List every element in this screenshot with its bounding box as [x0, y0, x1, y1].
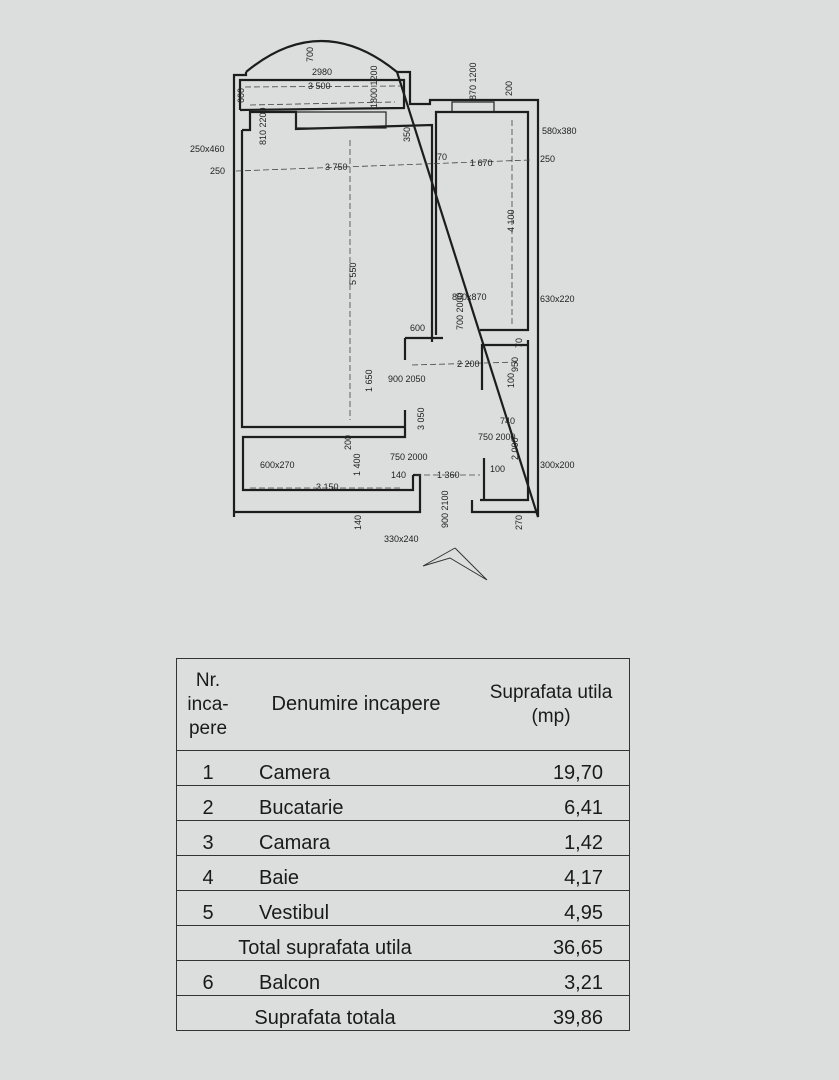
dim-label: 250x460 [190, 144, 225, 154]
surface-table: Nr. inca- pere Denumire incapere Suprafa… [176, 658, 630, 1031]
row-name: Camara [239, 820, 473, 856]
dim-label: 5 550 [348, 262, 358, 285]
total-utila-label: Total suprafata utila [177, 925, 473, 961]
row-area: 3,21 [473, 960, 629, 996]
balcony-inner-wall [238, 78, 406, 112]
dim-label: 2980 [312, 67, 332, 77]
window-kitchen [451, 101, 495, 113]
dim-label: 140 [391, 470, 406, 480]
dim-line [249, 101, 396, 106]
row-nr: 6 [177, 960, 239, 996]
row-name: Camera [239, 750, 473, 786]
window-room [295, 111, 387, 129]
dim-label: 270 [514, 515, 524, 530]
row-nr: 3 [177, 820, 239, 856]
total-area: 39,86 [473, 995, 629, 1031]
dim-label: 950 [510, 357, 520, 372]
dim-label: 870 1200 [468, 62, 478, 100]
row-name: Baie [239, 855, 473, 891]
dim-label: 600 [236, 88, 246, 103]
floor-plan: 700 2980 3 500 600 1800 1200 870 1200 20… [190, 39, 577, 581]
table-row-balcony: 6 Balcon 3,21 [177, 960, 629, 996]
table-row: 2 Bucatarie 6,41 [177, 785, 629, 821]
dim-label: 70 [437, 152, 447, 162]
dim-label: 330x240 [384, 534, 419, 544]
dim-label: 3 500 [308, 81, 331, 91]
row-area: 6,41 [473, 785, 629, 821]
dim-label: 600 [410, 323, 425, 333]
row-nr: 2 [177, 785, 239, 821]
dim-label: 100 [490, 464, 505, 474]
dim-line [235, 159, 531, 172]
dim-label: 2 200 [457, 359, 480, 369]
dim-label: 700 2000 [455, 292, 465, 330]
dim-line [244, 85, 401, 88]
dim-label: 750 2000 [478, 432, 516, 442]
dim-label: 250 [540, 154, 555, 164]
total-utila-row: Total suprafata utila 36,65 [177, 925, 629, 961]
dim-label: 250 [210, 166, 225, 176]
table-header: Nr. inca- pere Denumire incapere Suprafa… [177, 658, 629, 751]
total-utila-area: 36,65 [473, 925, 629, 961]
row-nr: 1 [177, 750, 239, 786]
north-arrow-icon [422, 547, 488, 581]
dim-label: 810 2200 [258, 107, 268, 145]
table-row: 1 Camera 19,70 [177, 750, 629, 786]
balcony-arc [245, 39, 398, 73]
dim-label: 600x270 [260, 460, 295, 470]
dim-label: 70 [514, 338, 524, 348]
dim-label: 1800 1200 [369, 65, 379, 108]
table-row: 4 Baie 4,17 [177, 855, 629, 891]
dim-label: 580x380 [542, 126, 577, 136]
dim-label: 1 650 [364, 369, 374, 392]
dim-label: 300x200 [540, 460, 575, 470]
dim-label: 750 2000 [390, 452, 428, 462]
dim-label: 3 150 [316, 482, 339, 492]
table-row: 5 Vestibul 4,95 [177, 890, 629, 926]
row-area: 4,95 [473, 890, 629, 926]
header-area: Suprafata utila (mp) [473, 658, 629, 751]
dim-label: 900 2100 [440, 490, 450, 528]
dim-label: 100 [506, 373, 516, 388]
balcony-walls [232, 70, 540, 518]
dim-label: 200 [504, 81, 514, 96]
dim-label: 2 000 [510, 437, 520, 460]
total-row: Suprafata totala 39,86 [177, 995, 629, 1031]
dim-label: 630x220 [540, 294, 575, 304]
row-name: Vestibul [239, 890, 473, 926]
total-label: Suprafata totala [177, 995, 473, 1031]
hall-walls [234, 336, 538, 514]
dim-label: 900 2050 [388, 374, 426, 384]
row-nr: 4 [177, 855, 239, 891]
dim-label: 4 100 [506, 209, 516, 232]
dim-label: 3 050 [416, 407, 426, 430]
dim-label: 1 360 [437, 470, 460, 480]
dim-label: 740 [500, 416, 515, 426]
dim-label: 350 [402, 127, 412, 142]
dim-label: 140 [353, 515, 363, 530]
dim-label: 3 750 [325, 162, 348, 172]
dim-label: 1 670 [470, 158, 493, 168]
dim-line [411, 361, 521, 366]
row-nr: 5 [177, 890, 239, 926]
row-name: Bucatarie [239, 785, 473, 821]
dim-label: 200 [343, 435, 353, 450]
row-name: Balcon [239, 960, 473, 996]
dim-label: 800x870 [452, 292, 487, 302]
header-nr: Nr. inca- pere [177, 658, 239, 751]
row-area: 4,17 [473, 855, 629, 891]
row-area: 1,42 [473, 820, 629, 856]
header-name: Denumire incapere [239, 658, 473, 751]
room-kitchen-walls [434, 110, 530, 335]
dim-label: 1 400 [352, 453, 362, 476]
table-row: 3 Camara 1,42 [177, 820, 629, 856]
row-area: 19,70 [473, 750, 629, 786]
dim-label: 700 [305, 47, 315, 62]
